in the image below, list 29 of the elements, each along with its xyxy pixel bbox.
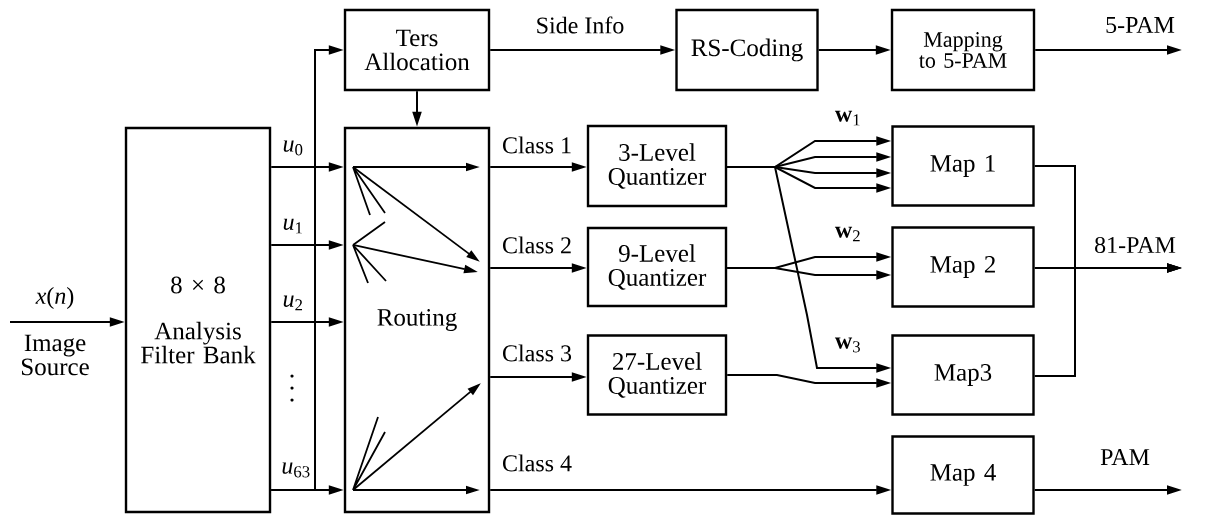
edge-label: Class 3 [501, 343, 573, 363]
edge-label: u$_{0}$ [281, 139, 305, 157]
edge-label: Side Info [534, 15, 626, 35]
source-label: Image Source [22, 334, 89, 376]
edge-label: u$_{63}$ [280, 461, 312, 479]
process-box: 3-Level Quantizer [586, 124, 728, 208]
edge-label: Class 2 [501, 235, 573, 255]
process-box: Map 4 [891, 435, 1035, 515]
edge-label: w$_{1}$ [833, 109, 863, 127]
edge-label: Class 1 [501, 135, 573, 155]
process-box: 9-Level Quantizer [586, 226, 728, 308]
edge-label: PAM [1099, 448, 1151, 466]
process-box: 8 × 8 Analysis Filter Bank [124, 126, 272, 514]
process-box: 27-Level Quantizer [586, 334, 728, 416]
edge-label: 81-PAM [1093, 235, 1177, 255]
edge-label: x(n) [34, 286, 76, 310]
edge-label: w$_{3}$ [833, 336, 863, 354]
process-box: Map 2 [891, 226, 1035, 308]
process-box: Map3 [891, 334, 1035, 416]
process-box: Routing [343, 126, 491, 514]
edge-label: Class 4 [501, 453, 573, 473]
edge-label: 5-PAM [1104, 15, 1176, 35]
edge-label: u$_{1}$ [281, 217, 305, 235]
process-box: Map 1 [891, 125, 1035, 207]
process-box: RS-Coding [675, 8, 819, 92]
process-box: Ters Allocation [343, 8, 491, 92]
edge-label: w$_{2}$ [833, 225, 863, 243]
process-box: Mapping to 5-PAM [890, 8, 1036, 92]
edge-label: u$_{2}$ [281, 294, 305, 312]
